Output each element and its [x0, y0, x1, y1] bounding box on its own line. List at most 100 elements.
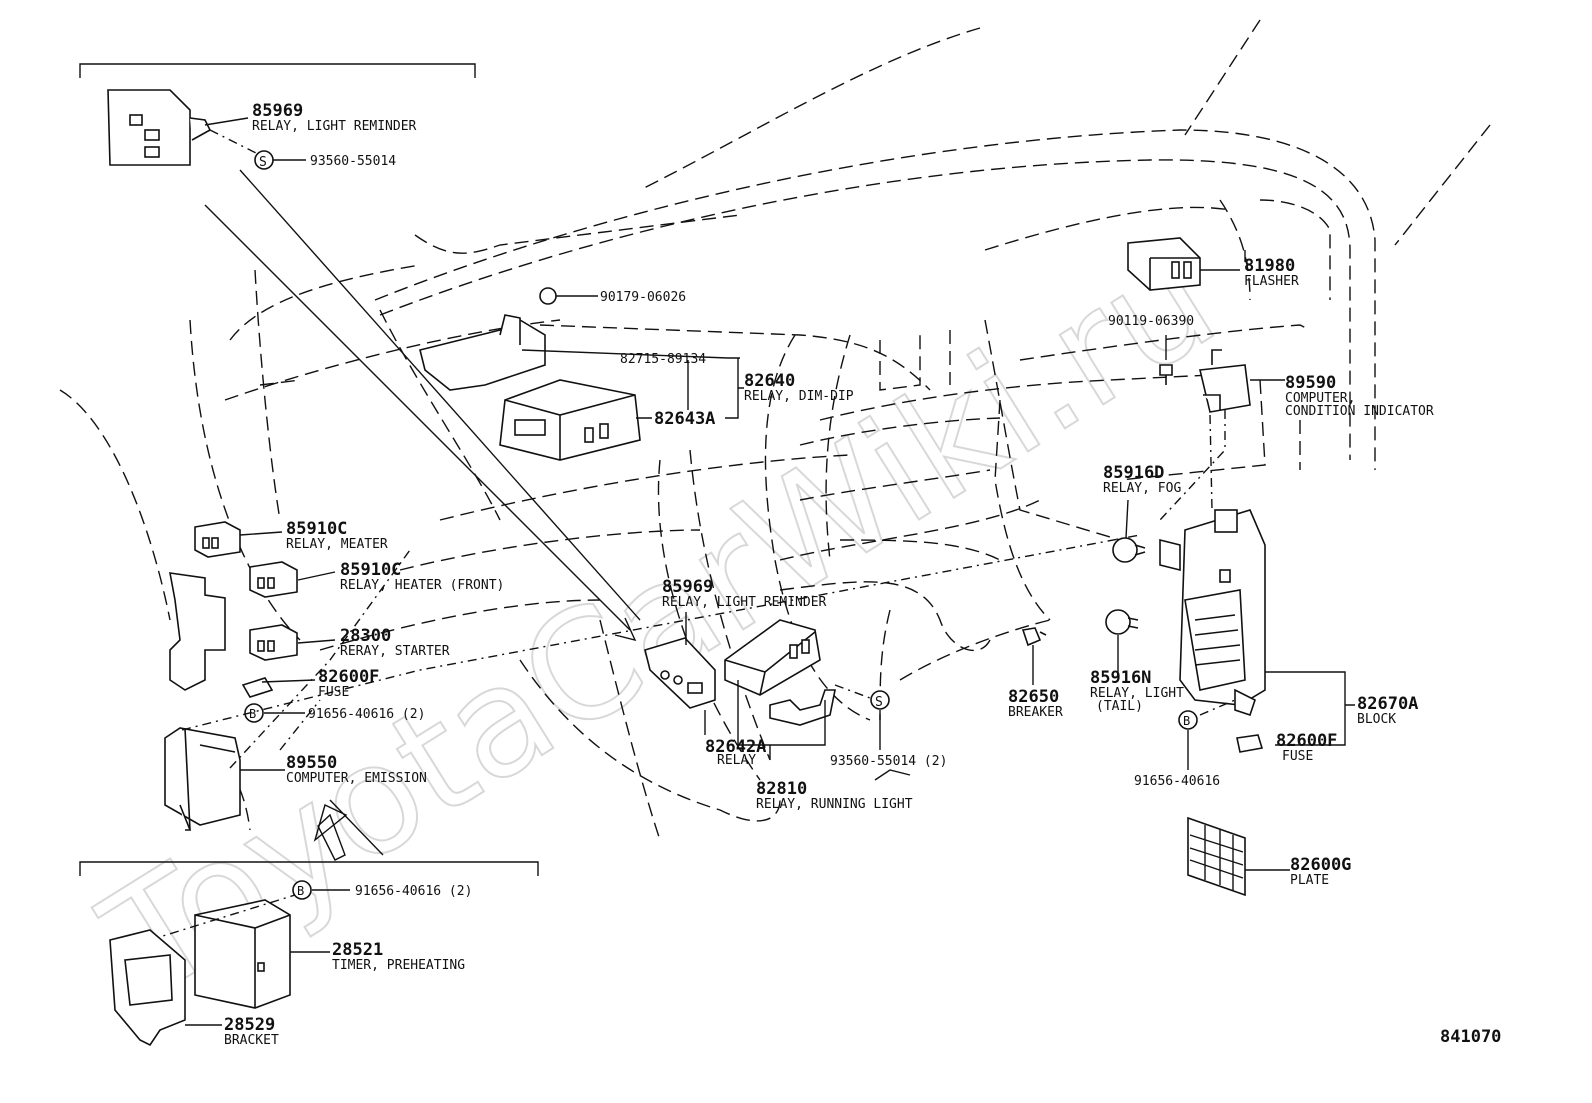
part-number: 28529 [224, 1015, 275, 1035]
plate-part [1187, 816, 1246, 897]
part-description: FLASHER [1244, 274, 1299, 289]
part-number: 82642A [705, 737, 766, 757]
fuse-right-part [1236, 734, 1264, 753]
callout-85916N: 85916N RELAY, LIGHT (TAIL) [1090, 668, 1184, 714]
callout-28300: 28300 RERAY, STARTER [340, 626, 450, 659]
part-number: 89590 [1285, 373, 1336, 393]
figure-code: 841070 [1440, 1027, 1501, 1047]
callout-82600F-left: 82600F FUSE [318, 667, 379, 700]
callout-82643A: 82643A [654, 409, 715, 429]
relay-light-reminder-mid-part [644, 637, 716, 709]
running-light-bracket-part [769, 689, 836, 726]
relay-dim-dip-part [499, 379, 641, 461]
part-number: 85969 [662, 577, 713, 597]
callout-82640: 82640 RELAY, DIM-DIP [744, 371, 854, 404]
leader-lines [181, 117, 1355, 1026]
callout-82670A: 82670A BLOCK [1357, 694, 1418, 727]
part-description: RELAY, RUNNING LIGHT [756, 797, 913, 812]
part-description: BRACKET [224, 1033, 279, 1048]
inset-frame-top [79, 63, 476, 78]
screw-s-top-marker: S [259, 155, 267, 170]
relay-bracket-left-part [169, 572, 226, 691]
relay-light-reminder-top-part [107, 89, 261, 166]
callout-93560-top: 93560-55014 [310, 154, 396, 169]
screw-s-mid: S [834, 684, 890, 710]
part-number: 82670A [1357, 694, 1418, 714]
pointer-arrows [204, 169, 641, 861]
callout-93560-mid: 93560-55014 (2) [830, 754, 947, 769]
part-description: FUSE [1282, 749, 1313, 764]
bracket-82715-part [419, 287, 557, 391]
part-description: COMPUTER, [1285, 391, 1355, 406]
part-number: 85969 [252, 101, 303, 121]
part-number: 85910C [340, 560, 401, 580]
timer-bracket-part [109, 929, 186, 1047]
fog-relay-part [1112, 537, 1146, 563]
heater-front-relay-part [249, 561, 298, 598]
bolt-90119-part [1159, 364, 1173, 385]
screw-b-bottom-marker: B [297, 884, 304, 898]
fuse-left-part [241, 677, 274, 698]
callout-85969-top: 85969 RELAY, LIGHT REMINDER [252, 101, 417, 134]
heater-meter-relay-part [194, 521, 241, 558]
part-description-2: CONDITION INDICATOR [1285, 404, 1434, 419]
part-description: RELAY, LIGHT REMINDER [252, 119, 417, 134]
part-number: 89550 [286, 753, 337, 773]
part-description: RERAY, STARTER [340, 644, 450, 659]
flasher-part [1127, 237, 1201, 291]
part-number: 82640 [744, 371, 795, 391]
part-description-2: (TAIL) [1096, 699, 1143, 714]
callout-85969-mid: 85969 RELAY, LIGHT REMINDER [662, 577, 827, 610]
callout-28529: 28529 BRACKET [224, 1015, 279, 1048]
relay-82642A-part [724, 619, 821, 696]
callout-82810: 82810 RELAY, RUNNING LIGHT [756, 779, 913, 812]
callout-82715: 82715-89134 [620, 352, 706, 367]
part-description: RELAY [717, 753, 756, 768]
part-description: PLATE [1290, 873, 1329, 888]
screw-b-left: B [244, 703, 264, 723]
part-description: BREAKER [1008, 705, 1063, 720]
callout-81980: 81980 FLASHER [1244, 256, 1299, 289]
callout-85916D: 85916D RELAY, FOG [1103, 463, 1181, 496]
screw-b-left-marker: B [249, 707, 256, 721]
callout-82600G: 82600G PLATE [1290, 855, 1351, 888]
emission-computer-part [164, 727, 241, 831]
part-description: RELAY, LIGHT [1090, 686, 1184, 701]
screw-s-top: S [254, 150, 274, 170]
part-description: RELAY, LIGHT REMINDER [662, 595, 827, 610]
part-number: 28300 [340, 626, 391, 646]
part-number: 82600F [1276, 731, 1337, 751]
callout-82650: 82650 BREAKER [1008, 687, 1063, 720]
part-description: RELAY, FOG [1103, 481, 1181, 496]
screw-b-right-marker: B [1183, 714, 1190, 728]
part-description: COMPUTER, EMISSION [286, 771, 427, 786]
part-number: 85916N [1090, 668, 1151, 688]
screw-b-right: B [1178, 710, 1198, 730]
tail-relay-part [1105, 609, 1139, 635]
callout-82642A: 82642A RELAY [705, 737, 766, 768]
part-number: 85916D [1103, 463, 1164, 483]
breaker-part [1021, 627, 1047, 647]
screw-s-mid-marker: S [875, 695, 883, 710]
part-description: FUSE [318, 685, 349, 700]
callout-85910C-b: 85910C RELAY, HEATER (FRONT) [340, 560, 504, 593]
junction-block-part [1159, 509, 1266, 717]
part-number: 82600F [318, 667, 379, 687]
part-number: 85910C [286, 519, 347, 539]
callout-82600F-right: 82600F FUSE [1276, 731, 1337, 764]
preheating-timer-part: B [149, 880, 312, 1009]
callout-28521: 28521 TIMER, PREHEATING [332, 940, 465, 973]
part-number: 82650 [1008, 687, 1059, 707]
part-description: RELAY, MEATER [286, 537, 388, 552]
callout-91656-left: 91656-40616 (2) [308, 707, 425, 722]
starter-relay-part [249, 624, 298, 661]
part-description: RELAY, DIM-DIP [744, 389, 854, 404]
part-number: 81980 [1244, 256, 1295, 276]
part-number: 82810 [756, 779, 807, 799]
part-description: TIMER, PREHEATING [332, 958, 465, 973]
callout-91656-bottom: 91656-40616 (2) [355, 884, 472, 899]
condition-indicator-computer-part [1199, 349, 1251, 413]
callout-91656-right: 91656-40616 [1134, 774, 1220, 789]
callout-90119: 90119-06390 [1108, 314, 1194, 329]
